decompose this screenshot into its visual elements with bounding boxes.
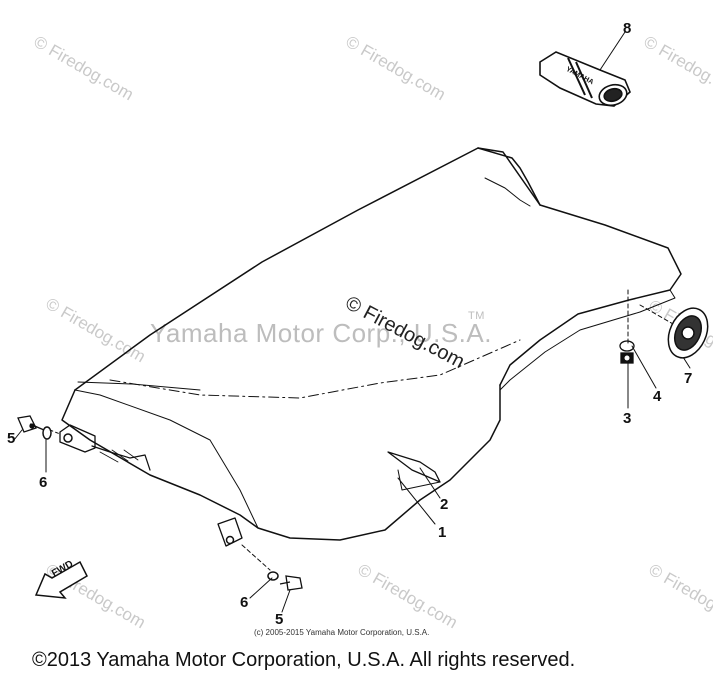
leader-2: [419, 467, 441, 499]
seat-crease: [77, 381, 201, 391]
seat-hump: [477, 147, 541, 206]
align-dash-left: [49, 429, 61, 435]
leader-6b: [249, 577, 273, 599]
front-bracket-left: [59, 424, 96, 453]
leader-5a: [13, 429, 23, 441]
seat-strap: [387, 451, 441, 483]
leader-5b: [281, 589, 291, 613]
callout-6-left: 6: [39, 474, 48, 491]
washer-bottom: [267, 571, 279, 581]
callout-3: 3: [623, 410, 632, 427]
front-bracket-bottom-hole: [225, 535, 235, 545]
seat-underside: [91, 445, 151, 471]
seat-front-inner: [74, 389, 259, 529]
callout-1: 1: [438, 524, 447, 541]
washer-left: [42, 426, 52, 440]
callout-4: 4: [653, 388, 662, 405]
callout-8: 8: [623, 20, 632, 37]
watermark-center-text: Yamaha Motor Corp., U.S.A.: [150, 318, 492, 348]
leader-1: [397, 477, 436, 525]
seat-front-side: [61, 384, 501, 541]
seat-top-line: [109, 339, 521, 399]
callout-7: 7: [684, 370, 693, 387]
copyright-notice: ©2013 Yamaha Motor Corporation, U.S.A. A…: [32, 649, 576, 671]
callout-5-bottom: 5: [275, 611, 284, 628]
seat-right-side: [499, 289, 676, 391]
fwd-arrow: [34, 560, 88, 599]
seat-strap-edge: [397, 469, 441, 491]
emblem: [667, 307, 709, 359]
leader-4: [631, 345, 657, 389]
seat-hump-shade: [484, 177, 531, 207]
tool-bag: [539, 51, 631, 107]
seat-top-outline: [74, 147, 682, 391]
watermark-center-tm: TM: [468, 310, 485, 322]
callout-5-left: 5: [7, 430, 16, 447]
leader-8: [599, 31, 626, 71]
callout-2: 2: [440, 496, 449, 513]
front-bracket-bottom: [217, 517, 243, 547]
bolt-left: [17, 415, 45, 433]
bolt-bottom: [279, 575, 303, 591]
align-dash-bottom: [241, 544, 271, 571]
nut-right: [619, 340, 635, 364]
callout-6-bottom: 6: [240, 594, 249, 611]
fine-print: (c) 2005-2015 Yamaha Motor Corporation, …: [254, 628, 430, 637]
seat-underside-hatch: [99, 449, 139, 463]
front-bracket-left-hole: [63, 433, 73, 443]
